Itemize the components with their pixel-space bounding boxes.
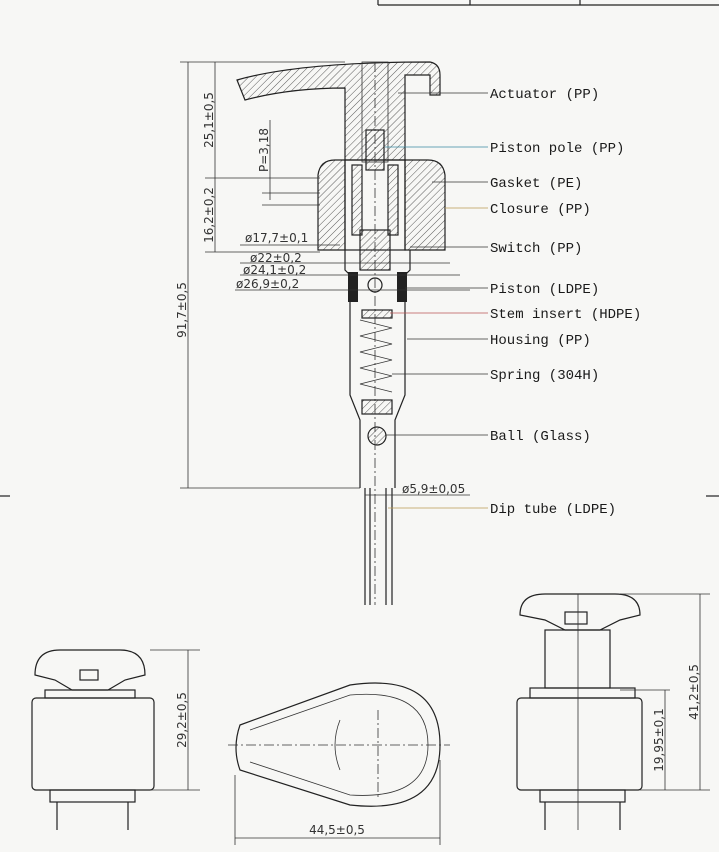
dim-d24: ø24,1±0,2 (243, 263, 306, 277)
actuator (236, 61, 441, 161)
label-switch: Switch (PP) (490, 241, 582, 257)
dim-closure-height: 16,2±0,2 (202, 187, 216, 243)
dim-head-width: 44,5±0,5 (309, 823, 365, 837)
dim-d26: ø26,9±0,2 (236, 277, 299, 291)
title-block-fragment (0, 0, 719, 497)
label-stem-insert: Stem insert (HDPE) (490, 307, 641, 323)
label-gasket: Gasket (PE) (490, 176, 582, 192)
main-dimensions (180, 61, 470, 496)
main-dimension-texts: 91,7±0,5 25,1±0,5 16,2±0,2 P=3,18 ø17,7±… (175, 92, 465, 496)
open-side-view: 41,2±0,5 19,95±0,1 (516, 593, 710, 830)
dim-d17: ø17,7±0,1 (245, 231, 308, 245)
actuator-top-view: 44,5±0,5 (228, 682, 450, 845)
part-labels: Actuator (PP) Piston pole (PP) Gasket (P… (490, 87, 641, 518)
label-piston-pole: Piston pole (PP) (490, 141, 624, 157)
label-housing: Housing (PP) (490, 333, 591, 349)
ball (367, 426, 387, 446)
locked-side-view: 29,2±0,5 (31, 649, 200, 830)
label-piston: Piston (LDPE) (490, 282, 599, 298)
dim-open-height: 41,2±0,5 (687, 664, 701, 720)
housing (344, 250, 411, 488)
label-dip-tube: Dip tube (LDPE) (490, 502, 616, 518)
label-spring: Spring (304H) (490, 368, 599, 384)
pump-section-view (236, 61, 446, 605)
dim-closure-ref: 19,95±0,1 (652, 708, 666, 772)
dim-total-height: 91,7±0,5 (175, 282, 189, 338)
dim-locked-height: 29,2±0,5 (175, 692, 189, 748)
dim-thread-pitch: P=3,18 (257, 128, 271, 172)
label-closure: Closure (PP) (490, 202, 591, 218)
dim-actuator-height: 25,1±0,5 (202, 92, 216, 148)
spring (359, 319, 393, 393)
label-ball: Ball (Glass) (490, 429, 591, 445)
label-actuator: Actuator (PP) (490, 87, 599, 103)
leader-lines (385, 92, 488, 509)
closure (317, 159, 346, 251)
dim-d22: ø22±0,2 (250, 251, 302, 265)
dim-tube: ø5,9±0,05 (402, 482, 465, 496)
dip-tube (364, 488, 393, 605)
